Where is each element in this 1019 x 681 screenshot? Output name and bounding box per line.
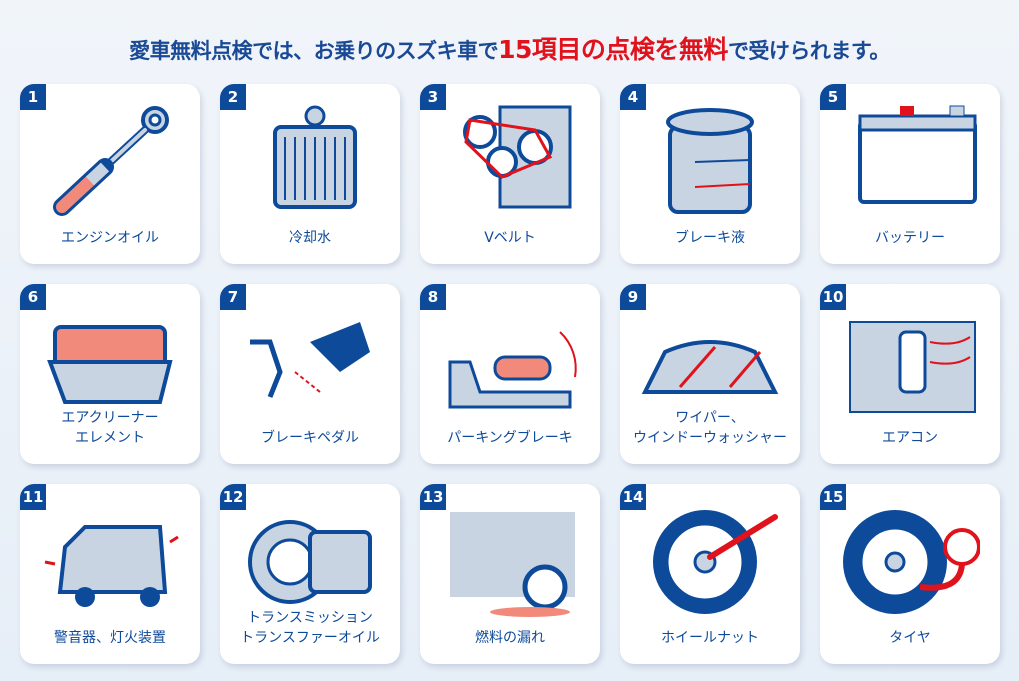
fuel-leak-icon [450,512,575,617]
inspection-item-card: 5 バッテリー [820,84,1000,264]
headline-suffix: で受けられます。 [727,39,890,63]
item-number-badge: 13 [420,484,446,510]
item-number-badge: 11 [20,484,46,510]
item-number-badge: 4 [620,84,646,110]
item-label: ブレーキペダル [261,430,359,446]
inspection-item-card: 8 パーキングブレーキ [420,284,600,464]
headline-highlight: 15項目の点検を無料 [498,35,728,64]
brake-fluid-reservoir-icon [666,108,754,214]
item-label: ホイールナット [661,630,759,646]
inspection-item-card: 12 トランスミッション トランスファーオイル [220,484,400,664]
item-label: バッテリー [875,230,945,246]
tire-icon [843,510,980,614]
item-label: トランスミッション トランスファーオイル [240,610,380,646]
inspection-item-card: 7 ブレーキペダル [220,284,400,464]
item-number-badge: 7 [220,284,246,310]
item-label: タイヤ [889,630,931,646]
inspection-item-card: 9 ワイパー、 ウインドーウォッシャー [620,284,800,464]
transmission-icon [248,520,372,604]
v-belt-icon [463,105,572,209]
item-label: 冷却水 [289,230,331,246]
item-number-badge: 1 [20,84,46,110]
inspection-item-card: 6 エアクリーナー エレメント [20,284,200,464]
radiator-icon [273,105,357,209]
item-number-badge: 6 [20,284,46,310]
item-number-badge: 10 [820,284,846,310]
wheel-nut-icon [653,510,778,614]
inspection-item-card: 14 ホイールナット [620,484,800,664]
item-label: エアクリーナー エレメント [61,410,159,446]
air-conditioner-icon [849,321,976,413]
headline-prefix: 愛車無料点検では、お乗りのスズキ車で [129,39,499,63]
car-lights-icon [44,525,179,607]
wiper-icon [641,340,779,394]
item-label: 警音器、灯火装置 [54,630,166,646]
parking-brake-icon [448,331,577,409]
inspection-item-card: 2 冷却水 [220,84,400,264]
item-label: ブレーキ液 [675,230,745,246]
brake-pedal-icon [250,322,370,398]
headline: 愛車無料点検では、お乗りのスズキ車で15項目の点検を無料で受けられます。 [0,30,1019,66]
item-number-badge: 9 [620,284,646,310]
inspection-item-card: 10 エアコン [820,284,1000,464]
inspection-item-card: 11 警音器、灯火装置 [20,484,200,664]
inspection-item-card: 3 Vベルト [420,84,600,264]
item-number-badge: 5 [820,84,846,110]
dipstick-icon [53,106,169,216]
item-label: Vベルト [484,230,536,246]
item-label: ワイパー、 ウインドーウォッシャー [633,410,787,446]
item-number-badge: 12 [220,484,246,510]
item-number-badge: 14 [620,484,646,510]
inspection-item-card: 4 ブレーキ液 [620,84,800,264]
inspection-item-card: 13 燃料の漏れ [420,484,600,664]
inspection-item-card: 15 タイヤ [820,484,1000,664]
inspection-item-card: 1 エンジンオイル [20,84,200,264]
item-label: 燃料の漏れ [475,630,545,646]
item-number-badge: 3 [420,84,446,110]
item-label: エンジンオイル [61,230,159,246]
item-label: パーキングブレーキ [447,430,573,446]
item-number-badge: 15 [820,484,846,510]
item-number-badge: 2 [220,84,246,110]
battery-icon [858,105,977,204]
air-cleaner-icon [47,325,173,404]
item-number-badge: 8 [420,284,446,310]
item-label: エアコン [882,430,938,446]
